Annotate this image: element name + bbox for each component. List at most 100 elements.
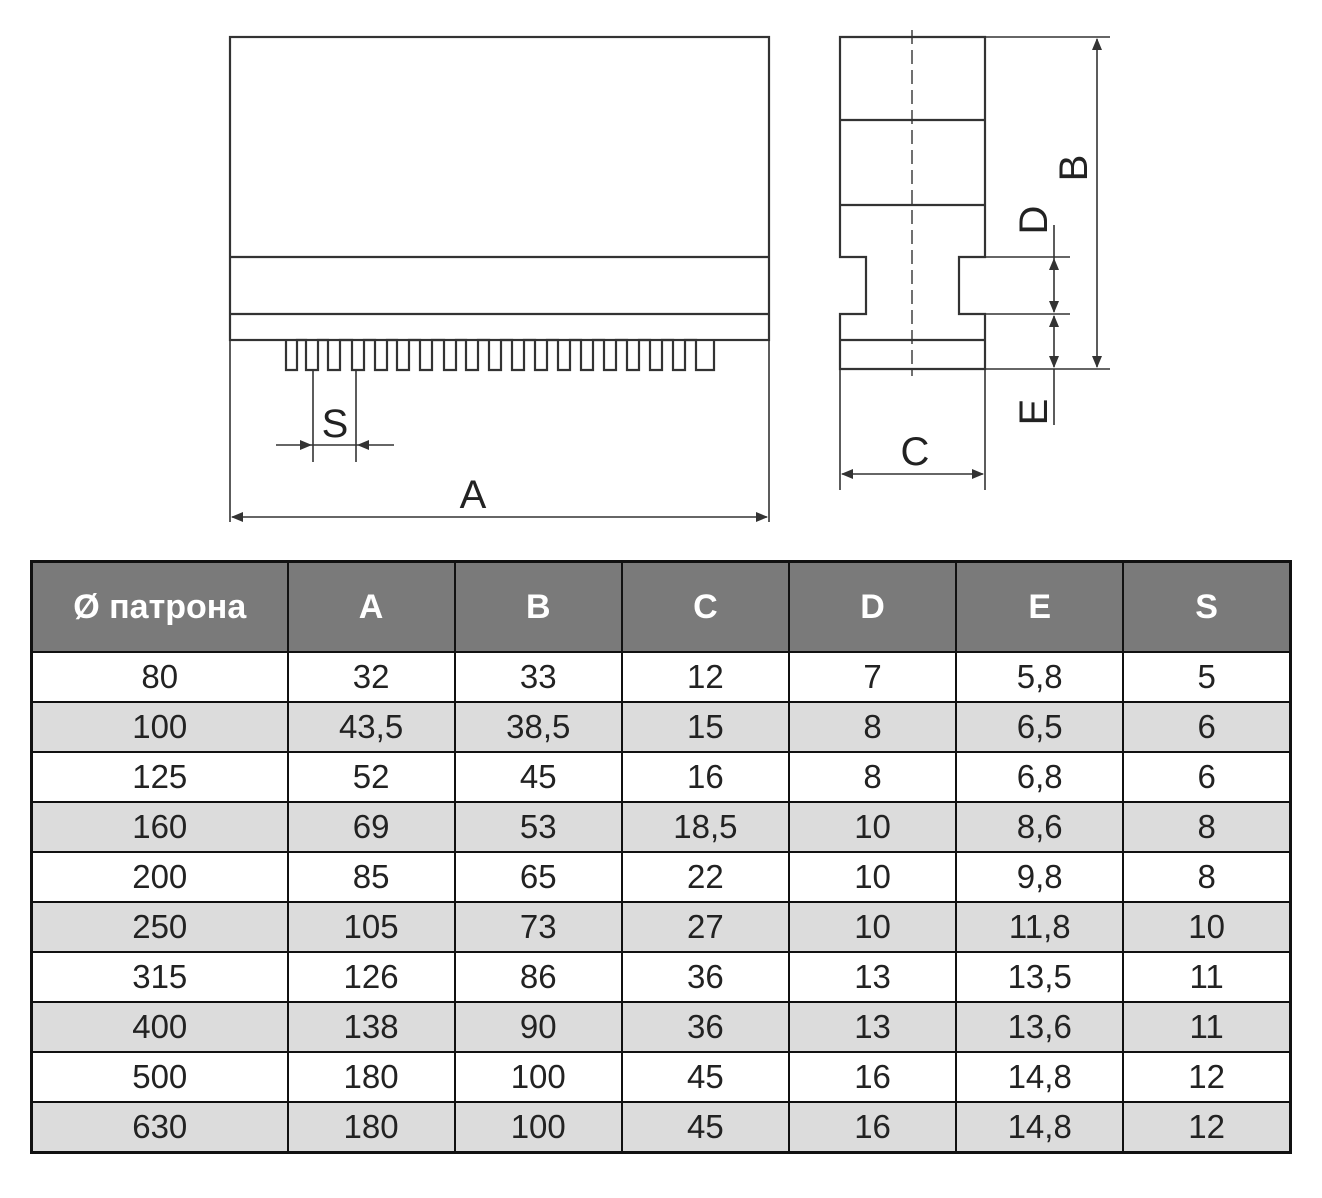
jaw-serrations [284, 338, 716, 372]
table-cell: 10 [787, 801, 958, 853]
header-b: B [453, 560, 623, 653]
table-cell: 180 [286, 1051, 456, 1103]
table-cell: 43,5 [286, 701, 456, 753]
table-cell: 45 [620, 1101, 790, 1154]
table-cell: 45 [453, 751, 623, 803]
table-cell: 6,5 [955, 701, 1125, 753]
table-cell: 16 [787, 1101, 958, 1154]
header-d: D [787, 560, 958, 653]
table-cell: 126 [286, 951, 456, 1003]
label-a: A [460, 473, 487, 517]
table-cell: 14,8 [955, 1101, 1125, 1154]
table-cell: 8 [787, 701, 958, 753]
label-c: C [901, 430, 930, 474]
label-s: S [322, 402, 349, 446]
table-cell: 36 [620, 1001, 790, 1053]
table-cell: 12 [1122, 1101, 1292, 1154]
table-cell: 6 [1122, 751, 1292, 803]
table-cell: 13,6 [955, 1001, 1125, 1053]
table-cell: 80 [30, 651, 289, 703]
table-cell: 38,5 [453, 701, 623, 753]
table-cell: 36 [620, 951, 790, 1003]
table-cell: 14,8 [955, 1051, 1125, 1103]
table-cell: 11 [1122, 951, 1292, 1003]
table-cell: 5,8 [955, 651, 1125, 703]
table-cell: 8 [1122, 851, 1292, 903]
table-cell: 10 [1122, 901, 1292, 953]
table-cell: 73 [453, 901, 623, 953]
table-cell: 69 [286, 801, 456, 853]
table-cell: 7 [787, 651, 958, 703]
table-cell: 11 [1122, 1001, 1292, 1053]
table-cell: 100 [453, 1051, 623, 1103]
table-cell: 12 [620, 651, 790, 703]
table-cell: 32 [286, 651, 456, 703]
table-cell: 13,5 [955, 951, 1125, 1003]
table-cell: 27 [620, 901, 790, 953]
table-cell: 630 [30, 1101, 289, 1154]
table-cell: 12 [1122, 1051, 1292, 1103]
table-cell: 250 [30, 901, 289, 953]
header-c: C [620, 560, 790, 653]
table-cell: 90 [453, 1001, 623, 1053]
header-chuck-diameter: Ø патрона [30, 560, 289, 653]
jaw-body-outline [228, 35, 771, 342]
table-cell: 315 [30, 951, 289, 1003]
table-cell: 138 [286, 1001, 456, 1053]
table-cell: 5 [1122, 651, 1292, 703]
table-cell: 125 [30, 751, 289, 803]
table-cell: 13 [787, 1001, 958, 1053]
header-s: S [1122, 560, 1292, 653]
label-d: D [1012, 206, 1056, 235]
table-cell: 33 [453, 651, 623, 703]
jaw-technical-drawing: S A C B D E [228, 30, 1110, 522]
label-b: B [1052, 155, 1096, 182]
table-cell: 65 [453, 851, 623, 903]
table-cell: 200 [30, 851, 289, 903]
table-cell: 500 [30, 1051, 289, 1103]
table-cell: 52 [286, 751, 456, 803]
table-cell: 53 [453, 801, 623, 853]
table-cell: 22 [620, 851, 790, 903]
table-cell: 16 [620, 751, 790, 803]
table-cell: 9,8 [955, 851, 1125, 903]
table-cell: 15 [620, 701, 790, 753]
table-cell: 16 [787, 1051, 958, 1103]
table-cell: 6 [1122, 701, 1292, 753]
side-view [838, 30, 1110, 490]
front-view [228, 35, 771, 522]
table-header-row: Ø патрона A B C D E S [30, 560, 1292, 653]
table-cell: 100 [30, 701, 289, 753]
header-a: A [286, 560, 456, 653]
table-cell: 8 [787, 751, 958, 803]
table-cell: 11,8 [955, 901, 1125, 953]
table-cell: 6,8 [955, 751, 1125, 803]
header-e: E [955, 560, 1125, 653]
table-cell: 10 [787, 851, 958, 903]
table-cell: 100 [453, 1101, 623, 1154]
table-cell: 105 [286, 901, 456, 953]
table-cell: 85 [286, 851, 456, 903]
table-cell: 8 [1122, 801, 1292, 853]
table-cell: 400 [30, 1001, 289, 1053]
table-cell: 180 [286, 1101, 456, 1154]
table-cell: 13 [787, 951, 958, 1003]
table-cell: 86 [453, 951, 623, 1003]
table-cell: 160 [30, 801, 289, 853]
label-e: E [1012, 399, 1056, 426]
table-cell: 45 [620, 1051, 790, 1103]
table-cell: 18,5 [620, 801, 790, 853]
table-cell: 10 [787, 901, 958, 953]
table-cell: 8,6 [955, 801, 1125, 853]
